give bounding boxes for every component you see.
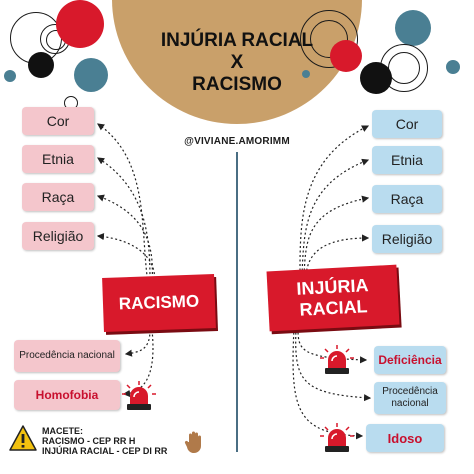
decor-dot [330,40,362,72]
title-line-3: RACISMO [192,74,282,95]
page-title: INJÚRIA RACIAL X RACISMO [120,30,354,96]
title-line-1: INJÚRIA RACIAL [160,30,314,51]
decor-dot [56,0,104,48]
decor-dot [360,62,392,94]
left-item-etnia: Etnia [22,145,94,173]
siren-icon [120,380,158,412]
decor-dot [28,52,54,78]
decor-dot [4,70,16,82]
right-item-religiao: Religião [372,225,442,253]
macete-racismo: RACISMO - CEP RR H [42,436,136,446]
warning-icon [8,424,38,452]
siren-icon [318,344,356,376]
decor-ring [310,20,348,58]
macete-note: MACETE: RACISMO - CEP RR H INJÚRIA RACIA… [42,426,192,456]
left-item-procedencia: Procedência nacional [14,340,120,372]
title-line-2: X [230,52,244,73]
macete-injuria: INJÚRIA RACIAL - CEP DI RR [42,446,168,456]
right-banner-line-2: RACIAL [299,296,369,320]
left-banner-racismo: RACISMO [102,274,216,332]
right-banner-injuria: INJÚRIA RACIAL [266,264,400,332]
right-item-raca: Raça [372,185,442,213]
arrow-left-cor [97,123,149,284]
hand-icon [184,430,206,454]
left-item-religiao: Religião [22,222,94,250]
left-item-cor: Cor [22,107,94,135]
left-banner-label: RACISMO [118,291,200,314]
right-item-deficiencia: Deficiência [374,346,446,374]
decor-dot [74,58,108,92]
right-item-procedencia: Procedência nacional [374,382,446,414]
decor-ring [300,10,358,68]
right-item-idoso: Idoso [366,424,444,452]
left-item-raca: Raça [22,183,94,211]
right-item-etnia: Etnia [372,146,442,174]
decor-dot [302,70,310,78]
author-handle: @VIVIANE.AMORIMM [184,136,290,147]
decor-dot [446,60,460,74]
right-item-cor: Cor [372,110,442,138]
center-divider [236,152,238,452]
decor-dot [395,10,431,46]
left-item-homofobia: Homofobia [14,380,120,410]
macete-title: MACETE: [42,426,83,436]
siren-icon [318,422,356,454]
